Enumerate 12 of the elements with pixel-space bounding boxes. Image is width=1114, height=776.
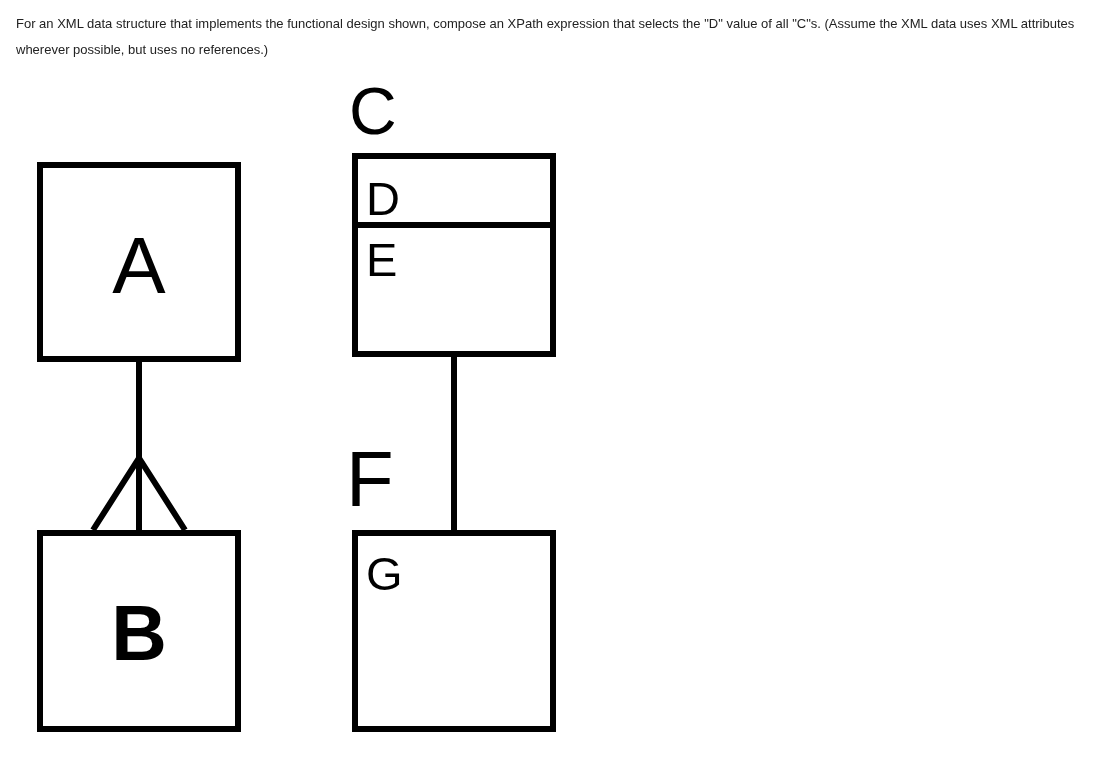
attribute-label: G [366,550,403,597]
question-text: For an XML data structure that implements the functional design shown, compose an XPath expression that selects the "D" value of all "C"s. (Assume the XML data uses XML attributes wherever possible, but uses no references.) [16,15,1076,59]
entity-box [37,162,241,362]
entity-name: F [346,440,394,518]
relationship-line [90,362,188,533]
entity-label: A [111,226,167,306]
relationship-line [451,357,457,530]
entity-name: C [349,78,397,144]
entity-label: B [110,595,168,672]
attribute-label: E [366,236,398,283]
entity-box [37,530,241,732]
attribute-label: D [366,175,400,222]
